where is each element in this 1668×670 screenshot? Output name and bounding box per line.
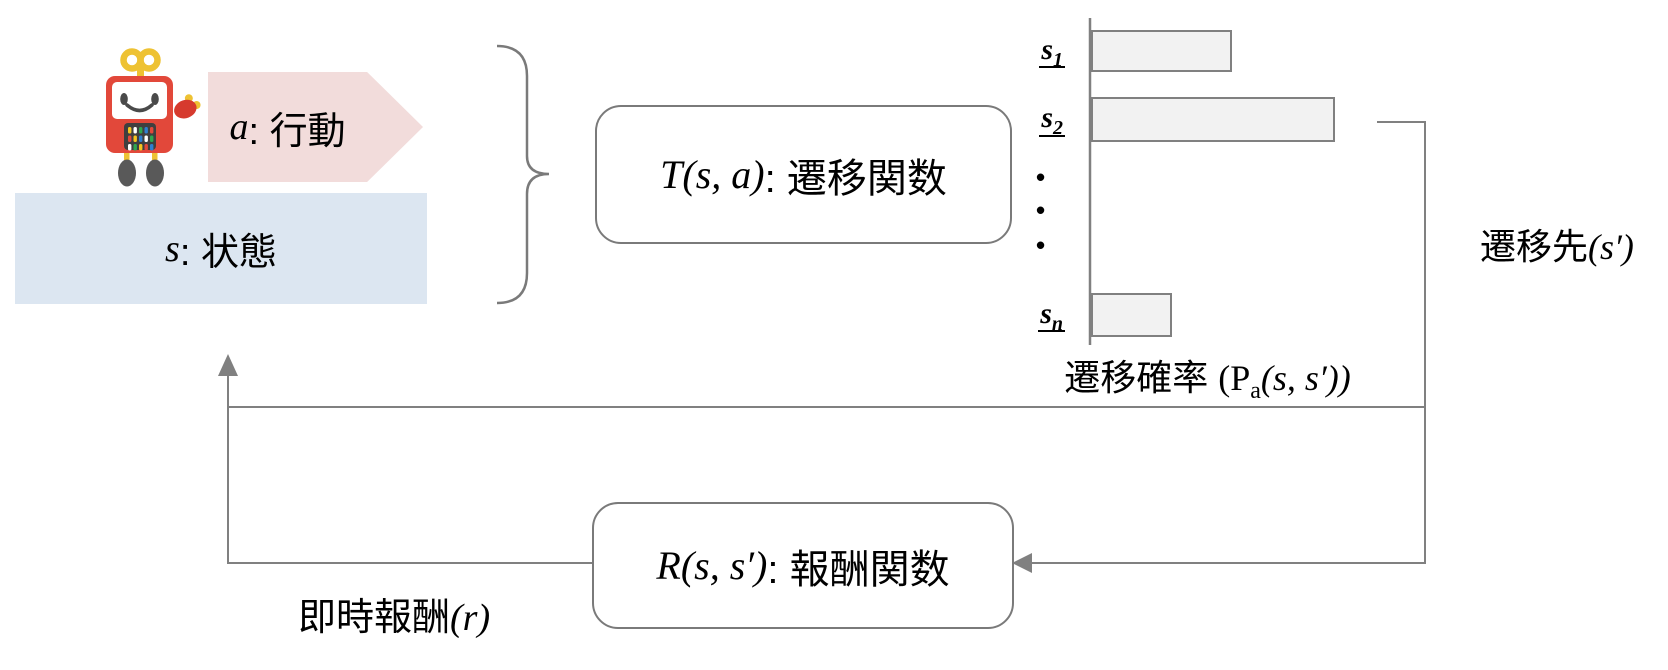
- bar-s1: [1091, 30, 1232, 72]
- state-math: s: [165, 227, 180, 270]
- dest-math: (s′): [1588, 227, 1634, 267]
- state-text: : 状態: [179, 232, 277, 274]
- immediate-reward-label: 即時報酬(r): [298, 586, 490, 641]
- reward-math: R(s, s′): [656, 543, 768, 588]
- transition-probability-caption: 遷移確率 (Pa(s, s′)): [1035, 349, 1380, 405]
- prob-caption-text: 遷移確率: [1064, 357, 1219, 398]
- action-label: a: 行動: [208, 72, 367, 182]
- ellipsis-dot-3: •: [1036, 230, 1046, 260]
- feedback-line-bottom: [227, 374, 592, 564]
- bar-label-s2: s2: [985, 97, 1065, 142]
- state-box: s: 状態: [15, 193, 427, 304]
- prob-caption-sub: a: [1250, 378, 1261, 405]
- transition-function-box: T(s, a): 遷移関数: [595, 105, 1012, 244]
- prob-caption-open: (P: [1218, 358, 1251, 398]
- robot-mascot-icon: [106, 48, 201, 187]
- reward-function-box: R(s, s′): 報酬関数: [592, 502, 1014, 629]
- s2-sub: 2: [1053, 117, 1063, 140]
- ellipsis-dot-1: •: [1036, 162, 1046, 192]
- bar-label-sn: sn: [985, 293, 1065, 337]
- s1-base: s: [1041, 32, 1053, 66]
- reward-text: : 報酬関数: [767, 547, 950, 592]
- sn-sub: n: [1051, 312, 1063, 335]
- dest-text: 遷移先: [1480, 226, 1589, 267]
- imm-reward-text: 即時報酬: [298, 597, 451, 639]
- grouping-brace: [496, 44, 550, 305]
- robot-button-lights: [128, 127, 154, 151]
- imm-reward-math: (r): [450, 597, 491, 639]
- arrowhead-into-reward-box: [1012, 553, 1032, 573]
- action-arrow: a: 行動: [208, 72, 423, 182]
- prob-caption-rest: (s, s′)): [1260, 358, 1351, 398]
- action-math: a: [229, 106, 249, 148]
- ellipsis-dot-2: •: [1036, 195, 1046, 225]
- s1-sub: 1: [1053, 48, 1063, 71]
- action-text: : 行動: [248, 110, 346, 153]
- sn-base: s: [1040, 296, 1052, 330]
- transition-math: T(s, a): [660, 152, 765, 197]
- bar-label-s1: s1: [985, 30, 1065, 72]
- transition-text: : 遷移関数: [764, 156, 947, 201]
- transition-destination-label: 遷移先(s′): [1480, 218, 1634, 270]
- arrowhead-up-to-agent: [218, 354, 238, 376]
- transition-to-reward-line: [1032, 121, 1426, 564]
- bar-sn: [1091, 293, 1172, 337]
- s2-base: s: [1041, 101, 1053, 135]
- bar-s2: [1091, 97, 1335, 142]
- robot-claw: [174, 94, 201, 119]
